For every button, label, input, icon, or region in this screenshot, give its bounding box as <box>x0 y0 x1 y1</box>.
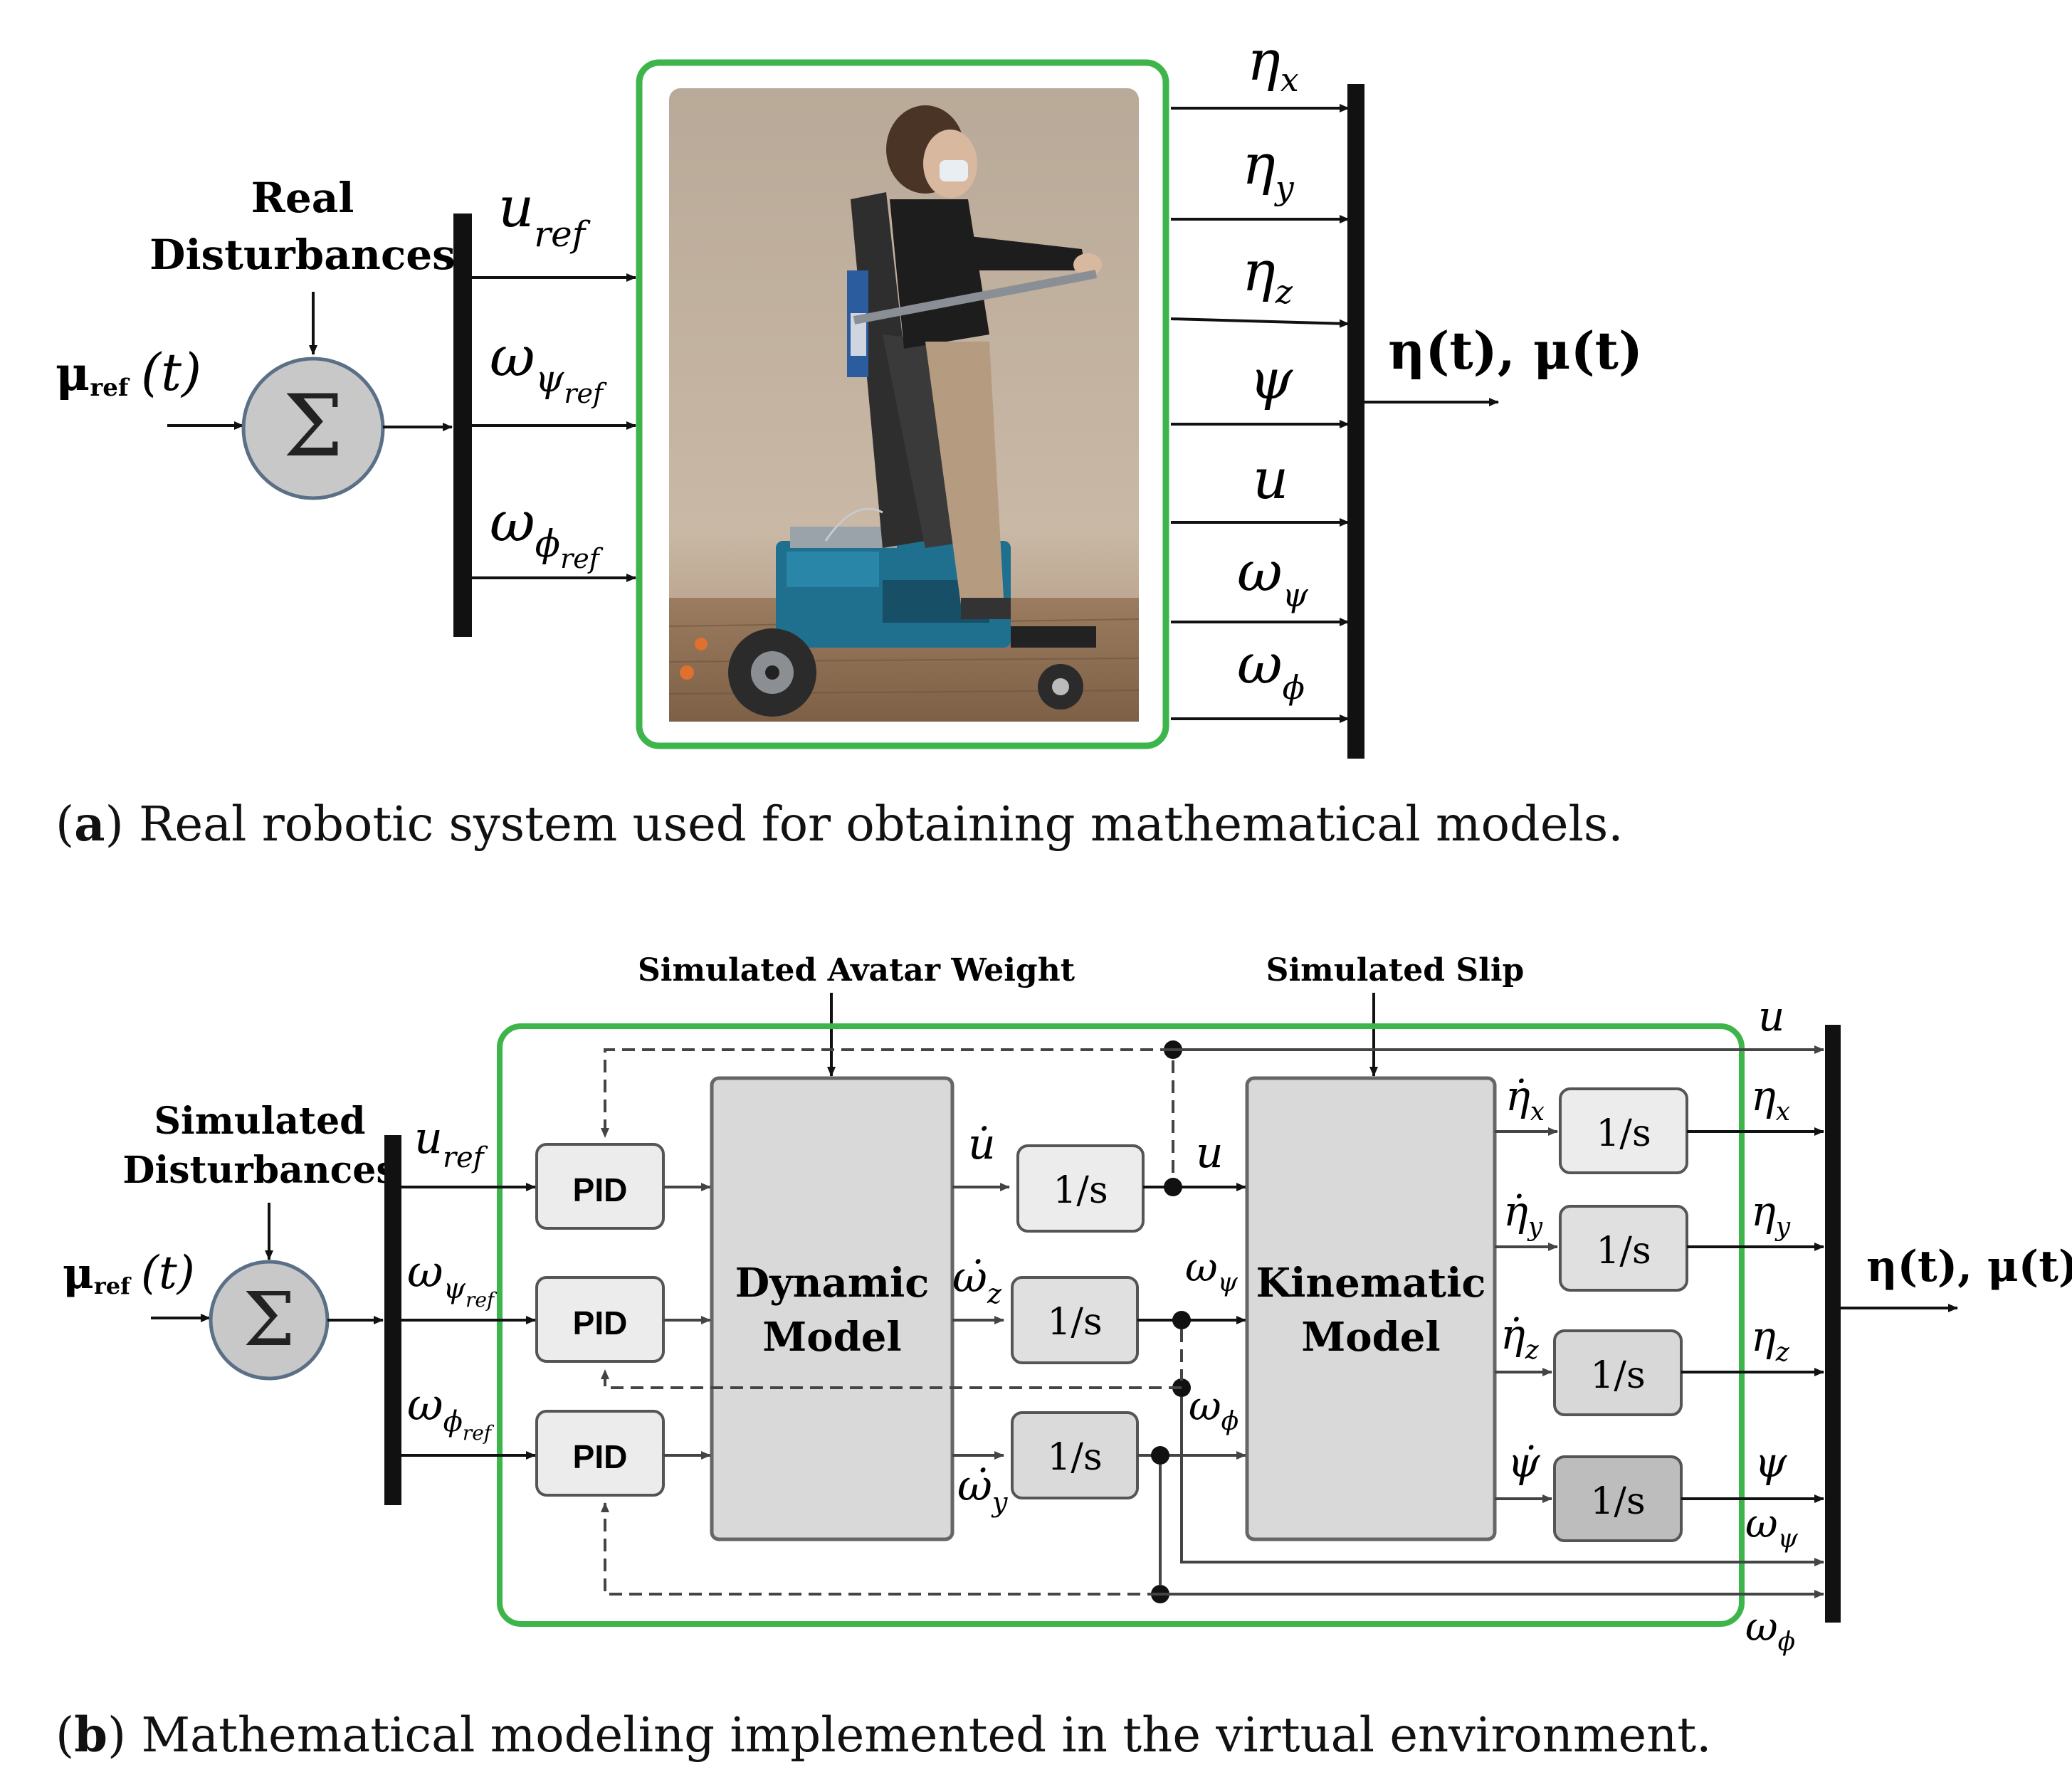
output-bundle-label: η(t), μ(t) <box>1388 320 1643 381</box>
output-label-u: u <box>1253 448 1288 512</box>
svg-text:PID: PID <box>573 1304 628 1341</box>
sim-output-label-eta-y: ηy <box>1751 1187 1791 1242</box>
top-label-slip: Simulated Slip <box>1266 952 1525 988</box>
robot-photo <box>668 88 1140 722</box>
svg-text:1/s: 1/s <box>1596 1230 1651 1272</box>
sim-disturbance-label-line2: Disturbances <box>122 1149 396 1192</box>
svg-text:ωψref: ωψref <box>490 325 607 409</box>
sim-input-signal-label: μref (t) <box>63 1247 195 1299</box>
integrator-psi: 1/s <box>1553 1455 1683 1542</box>
junction-dot-psi <box>1172 1311 1191 1329</box>
kin-output-eta-x-dot: η̇x <box>1505 1072 1545 1127</box>
svg-text:Kinematic: Kinematic <box>1256 1260 1485 1307</box>
top-label-avatar-weight: Simulated Avatar Weight <box>638 952 1076 988</box>
svg-text:(t): (t) <box>141 1247 195 1299</box>
sim-output-label-omega-psi: ωψ <box>1745 1501 1799 1554</box>
disturbance-label-line2: Disturbances <box>149 231 456 279</box>
input-label-omega-psi-ref: ωψref <box>490 325 607 409</box>
sim-output-label-eta-x: ηx <box>1751 1072 1790 1127</box>
caption-a: (a) Real robotic system used for obtaini… <box>56 796 1624 852</box>
output-label-eta-y: ηy <box>1242 133 1295 207</box>
kin-output-psi-dot: ψ̇ <box>1508 1438 1540 1487</box>
sim-output-mux-bar <box>1825 1025 1841 1623</box>
caption-b: (b) Mathematical modeling implemented in… <box>56 1707 1712 1763</box>
pid-block-omega-phi: PID <box>535 1410 665 1497</box>
svg-text:1/s: 1/s <box>1590 1354 1645 1397</box>
svg-text:Model: Model <box>762 1314 901 1361</box>
svg-text:uref: uref <box>498 176 591 255</box>
dynamic-model-block: Dynamic Model <box>710 1076 955 1541</box>
sim-disturbance-label-line1: Simulated <box>154 1100 365 1143</box>
svg-text:1/s: 1/s <box>1596 1112 1651 1155</box>
svg-text:1/s: 1/s <box>1590 1480 1645 1523</box>
integrator-u: 1/s <box>1016 1144 1145 1233</box>
kin-output-eta-y-dot: η̇y <box>1503 1187 1543 1242</box>
sim-input-label-omega-phi-ref: ωϕref <box>407 1378 495 1445</box>
dyn-output-omega-y-dot: ω̇y <box>957 1461 1008 1518</box>
kin-output-eta-z-dot: η̇z <box>1500 1310 1540 1365</box>
caption-b-text: Mathematical modeling implemented in the… <box>126 1707 1712 1763</box>
mid-label-u: u <box>1196 1128 1224 1178</box>
svg-text:PID: PID <box>573 1171 628 1208</box>
caption-b-letter: b <box>74 1707 107 1763</box>
output-mux-bar <box>1347 84 1364 759</box>
output-label-eta-z: ηz <box>1242 240 1293 311</box>
integrator-eta-y: 1/s <box>1559 1205 1688 1292</box>
panel-b: Simulated Avatar Weight Simulated Slip S… <box>63 952 2072 1657</box>
sim-output-label-psi: ψ <box>1755 1438 1787 1487</box>
feedback-phi-dashed <box>601 1502 1160 1596</box>
svg-text:Dynamic: Dynamic <box>735 1260 930 1307</box>
svg-text:1/s: 1/s <box>1047 1436 1102 1479</box>
svg-text:Model: Model <box>1301 1314 1440 1361</box>
feedback-psi-dashed <box>601 1369 1182 1389</box>
feedback-u-dashed <box>601 1048 1173 1138</box>
sim-output-label-u: u <box>1758 992 1784 1040</box>
junction-dot-u <box>1164 1178 1182 1196</box>
pid-block-omega-psi: PID <box>535 1276 665 1363</box>
svg-text:μref: μref <box>63 1249 132 1299</box>
sim-input-mux-bar <box>384 1135 401 1505</box>
sim-output-bundle-label: η(t), μ(t) <box>1866 1242 2072 1292</box>
sim-sum-symbol: Σ <box>243 1276 295 1363</box>
input-signal-label: μref (t) <box>56 342 201 402</box>
svg-text:1/s: 1/s <box>1053 1169 1108 1212</box>
mid-label-omega-psi: ωψ <box>1185 1245 1239 1297</box>
virtual-environment-frame <box>497 1023 1745 1627</box>
svg-text:(t): (t) <box>141 342 201 402</box>
svg-text:1/s: 1/s <box>1047 1301 1102 1344</box>
junction-dot-phi <box>1151 1446 1169 1465</box>
output-label-psi: ψ <box>1249 348 1293 412</box>
dyn-output-omega-z-dot: ω̇z <box>952 1253 1002 1309</box>
kinematic-model-block: Kinematic Model <box>1245 1076 1497 1541</box>
disturbance-label-line1: Real <box>251 174 354 222</box>
sim-output-label-omega-phi: ωϕ <box>1745 1604 1795 1657</box>
sim-output-label-eta-z: ηz <box>1751 1312 1790 1367</box>
integrator-omega-psi: 1/s <box>1011 1276 1139 1364</box>
sim-input-label-omega-psi-ref: ωψref <box>407 1245 498 1312</box>
integrator-omega-phi: 1/s <box>1011 1411 1139 1499</box>
sum-symbol: Σ <box>283 377 344 476</box>
svg-text:μref: μref <box>56 346 130 402</box>
output-label-omega-phi: ωϕ <box>1237 633 1305 707</box>
sim-input-label-u-ref: uref <box>414 1112 488 1174</box>
mid-label-omega-phi: ωϕ <box>1189 1383 1239 1436</box>
input-label-u-ref: uref <box>498 176 591 255</box>
input-label-omega-phi-ref: ωϕref <box>490 490 604 574</box>
caption-a-letter: a <box>74 796 105 852</box>
psi-to-output <box>1180 1397 1824 1566</box>
integrator-eta-x: 1/s <box>1559 1087 1688 1174</box>
svg-text:PID: PID <box>573 1438 628 1475</box>
panel-a: Real Disturbances μref (t) Σ uref ωψref … <box>56 29 1643 759</box>
pid-block-u: PID <box>535 1143 665 1230</box>
dyn-output-u-dot: u̇ <box>968 1119 996 1169</box>
caption-a-text: Real robotic system used for obtaining m… <box>123 796 1624 852</box>
input-mux-bar <box>453 213 472 637</box>
output-arrow-eta-z <box>1170 317 1350 328</box>
svg-text:ωϕref: ωϕref <box>490 490 604 574</box>
output-label-omega-psi: ωψ <box>1237 540 1309 614</box>
integrator-eta-z: 1/s <box>1553 1329 1683 1416</box>
output-label-eta-x: ηx <box>1247 29 1299 99</box>
